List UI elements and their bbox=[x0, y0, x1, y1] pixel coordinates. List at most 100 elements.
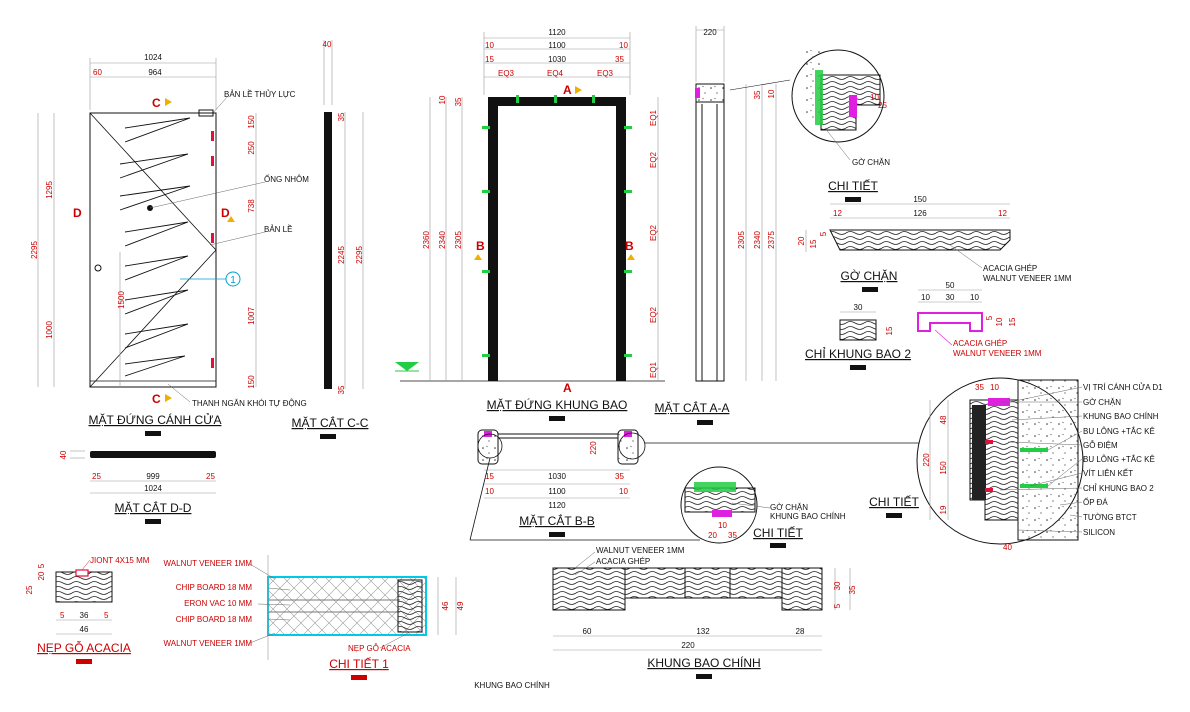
ckb-dim-15b: 15 bbox=[1008, 317, 1017, 326]
door-dim-964: 964 bbox=[148, 68, 162, 77]
detail-mid-title: CHI TIẾT bbox=[753, 525, 803, 540]
nep-go-title: NẸP GỖ ACACIA bbox=[37, 640, 131, 655]
cc-dim-2295: 2295 bbox=[355, 246, 364, 264]
door-dim-1000: 1000 bbox=[45, 321, 54, 339]
marker-a-top-arrow-icon bbox=[575, 86, 582, 94]
dm-dim-10: 10 bbox=[718, 521, 727, 530]
label-hydraulic-hinge: BẢN LỀ THỦY LỰC bbox=[224, 89, 296, 99]
ckb-dim-5: 5 bbox=[985, 315, 994, 320]
label-smoke-bar: THANH NGĂN KHÓI TỰ ĐỘNG bbox=[192, 399, 307, 408]
gc-dim-12b: 12 bbox=[998, 209, 1007, 218]
marker-c-bottom: C bbox=[152, 392, 161, 406]
label-aluminum-tube: ỐNG NHÔM bbox=[264, 174, 309, 184]
frame-elevation-view: 1120 10 1100 10 15 1030 35 EQ3 EQ4 EQ3 2… bbox=[395, 28, 665, 421]
level-marker-icon bbox=[395, 362, 419, 371]
frame-dim-2305: 2305 bbox=[454, 231, 463, 249]
ct1-label-5: NẸP GỖ ACACIA bbox=[348, 644, 411, 653]
detail-top-label-stop: GỜ CHẶN bbox=[852, 158, 890, 167]
dt-dim-25: 25 bbox=[878, 101, 887, 110]
aa-dim-2375: 2375 bbox=[767, 231, 776, 249]
dr-label-10: SILICON bbox=[1083, 528, 1115, 537]
handle-icon bbox=[94, 264, 102, 272]
bb-dim-220: 220 bbox=[589, 441, 598, 455]
marker-a-bottom: A bbox=[563, 381, 572, 395]
gc-dim-150: 150 bbox=[913, 195, 927, 204]
bb-dim-35: 35 bbox=[615, 472, 624, 481]
detail-right-title: CHI TIẾT bbox=[869, 494, 919, 509]
dr-label-0: VỊ TRÍ CÁNH CỬA D1 bbox=[1083, 383, 1163, 392]
dm-label-stop: GỜ CHẶN bbox=[770, 503, 808, 512]
kbc-label-walnut: WALNUT VENEER 1MM bbox=[596, 546, 685, 555]
ng-label-joint: JIONT 4X15 MM bbox=[90, 556, 150, 565]
dr-dim-10: 10 bbox=[990, 383, 999, 392]
frame-dim-eq1b: EQ1 bbox=[649, 361, 658, 378]
door-dim-r738: 738 bbox=[247, 199, 256, 213]
dm-label-frame: KHUNG BAO CHÍNH bbox=[770, 512, 846, 521]
dr-dim-220: 220 bbox=[922, 453, 931, 467]
door-elevation-title: MẶT ĐỨNG CÁNH CỬA bbox=[89, 412, 222, 427]
dr-dim-150: 150 bbox=[939, 461, 948, 475]
dd-dim-1024: 1024 bbox=[144, 484, 162, 493]
frame-dim-eq3b: EQ3 bbox=[597, 69, 614, 78]
ct1-dim-49: 49 bbox=[456, 601, 465, 610]
callout-number: 1 bbox=[230, 275, 236, 286]
dr-label-9: TƯỜNG BTCT bbox=[1083, 513, 1137, 522]
hinge-marks bbox=[211, 131, 214, 368]
ckb-title: CHỈ KHUNG BAO 2 bbox=[805, 346, 911, 361]
detail-top-view: 10 25 GỜ CHẶN CHI TIẾT bbox=[791, 49, 890, 202]
go-chan-profile bbox=[829, 229, 1011, 251]
chi-tiet-1-view: WALNUT VENEER 1MM CHIP BOARD 18 MM ERON … bbox=[164, 555, 465, 680]
frame-dim-eq2c: EQ2 bbox=[649, 306, 658, 323]
frame-elevation-title: MẶT ĐỨNG KHUNG BAO bbox=[487, 397, 628, 412]
go-chan-view: 150 12 126 12 20 15 5 ACACIA GHÉP WALNUT… bbox=[797, 195, 1072, 292]
door-dim-r1007: 1007 bbox=[247, 307, 256, 325]
cc-dim-35b: 35 bbox=[337, 385, 346, 394]
marker-b-right-arrow-icon bbox=[627, 254, 635, 260]
gc-dim-126: 126 bbox=[913, 209, 927, 218]
kbc-dim-60: 60 bbox=[583, 627, 592, 636]
ckb-dim-30b: 30 bbox=[946, 293, 955, 302]
ng-dim-5c: 5 bbox=[104, 611, 109, 620]
bb-dim-1120: 1120 bbox=[548, 501, 566, 510]
kbc-label-acacia: ACACIA GHÉP bbox=[596, 557, 650, 566]
kbc-dim-35: 35 bbox=[848, 585, 857, 594]
dr-label-7: CHỈ KHUNG BAO 2 bbox=[1083, 484, 1154, 493]
ckb-dim-50: 50 bbox=[946, 281, 955, 290]
door-dim-r250: 250 bbox=[247, 141, 256, 155]
aa-dim-10: 10 bbox=[767, 89, 776, 98]
dr-dim-40: 40 bbox=[1003, 543, 1012, 552]
footer-label: KHUNG BAO CHÍNH bbox=[474, 681, 550, 690]
section-aa-view: 220 2305 2340 2375 35 10 MẶT CẮT A-A bbox=[655, 26, 791, 425]
door-dim-1295: 1295 bbox=[45, 181, 54, 199]
dr-dim-19: 19 bbox=[939, 505, 948, 514]
callout-circle-icon bbox=[225, 271, 241, 287]
ckb-label-walnut: WALNUT VENEER 1MM bbox=[953, 349, 1042, 358]
dr-label-4: GỖ ĐIỆM bbox=[1083, 441, 1118, 450]
section-dd-title: MẶT CẮT D-D bbox=[115, 500, 192, 515]
frame-dim-10a: 10 bbox=[485, 41, 494, 50]
dr-label-3: BU LÔNG +TẮC KÊ bbox=[1083, 427, 1155, 436]
frame-dim-v35: 35 bbox=[454, 97, 463, 106]
kbc-dim-28: 28 bbox=[796, 627, 805, 636]
ckb-profile-a bbox=[839, 319, 877, 341]
ng-dim-5a: 5 bbox=[37, 563, 46, 568]
ng-dim-20: 20 bbox=[37, 571, 46, 580]
dd-dim-999: 999 bbox=[146, 472, 160, 481]
dd-dim-25a: 25 bbox=[92, 472, 101, 481]
aa-dim-2340: 2340 bbox=[753, 231, 762, 249]
ct1-label-1: CHIP BOARD 18 MM bbox=[176, 583, 253, 592]
aa-stop-highlight bbox=[695, 88, 700, 98]
detail-mid-view: GỜ CHẶN KHUNG BAO CHÍNH 10 20 35 CHI TIẾ… bbox=[680, 466, 846, 548]
kbc-dim-5: 5 bbox=[833, 603, 842, 608]
dt-dim-10: 10 bbox=[870, 93, 879, 102]
nep-go-profile bbox=[55, 571, 113, 603]
bb-dim-1100: 1100 bbox=[548, 487, 566, 496]
chi-tiet-1-title: CHI TIẾT 1 bbox=[329, 656, 389, 671]
cc-dim-35a: 35 bbox=[337, 112, 346, 121]
nep-go-view: JIONT 4X15 MM 20 5 25 5 36 5 46 NẸP GỖ A… bbox=[25, 556, 150, 664]
dr-label-8: ỐP ĐÁ bbox=[1083, 497, 1108, 507]
detail-right-view: 35 10 48 220 150 19 40 VỊ TRÍ CÁNH CỬA D… bbox=[869, 377, 1163, 552]
door-dim-60: 60 bbox=[93, 68, 102, 77]
swing-line-bottom bbox=[89, 249, 217, 388]
